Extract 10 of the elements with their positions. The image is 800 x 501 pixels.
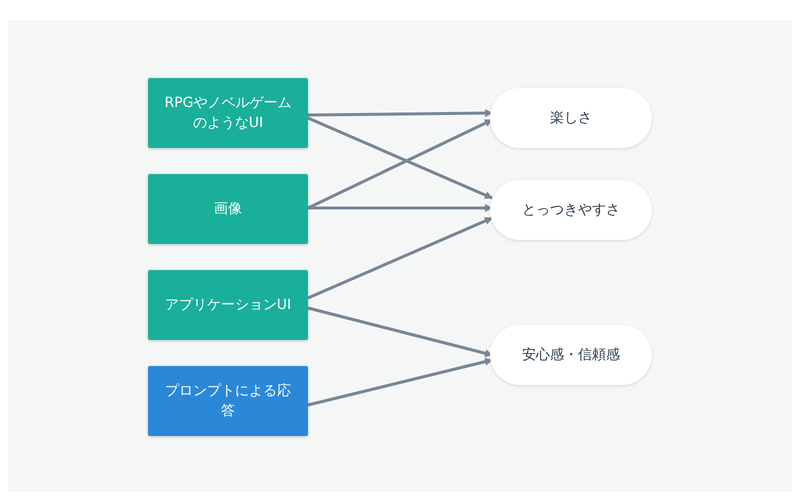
arrow: [308, 358, 493, 406]
outcome-pill: とっつきやすさ: [490, 180, 652, 240]
outcome-pill: 楽しさ: [490, 88, 652, 148]
arrow: [308, 109, 493, 118]
process-box: 画像: [148, 174, 308, 244]
process-box: プロンプトによる応答: [148, 366, 308, 436]
process-box: アプリケーションUI: [148, 270, 308, 340]
process-box: RPGやノベルゲームのようなUI: [148, 78, 308, 148]
outcome-pill: 安心感・信頼感: [490, 325, 652, 385]
arrow: [307, 216, 493, 300]
